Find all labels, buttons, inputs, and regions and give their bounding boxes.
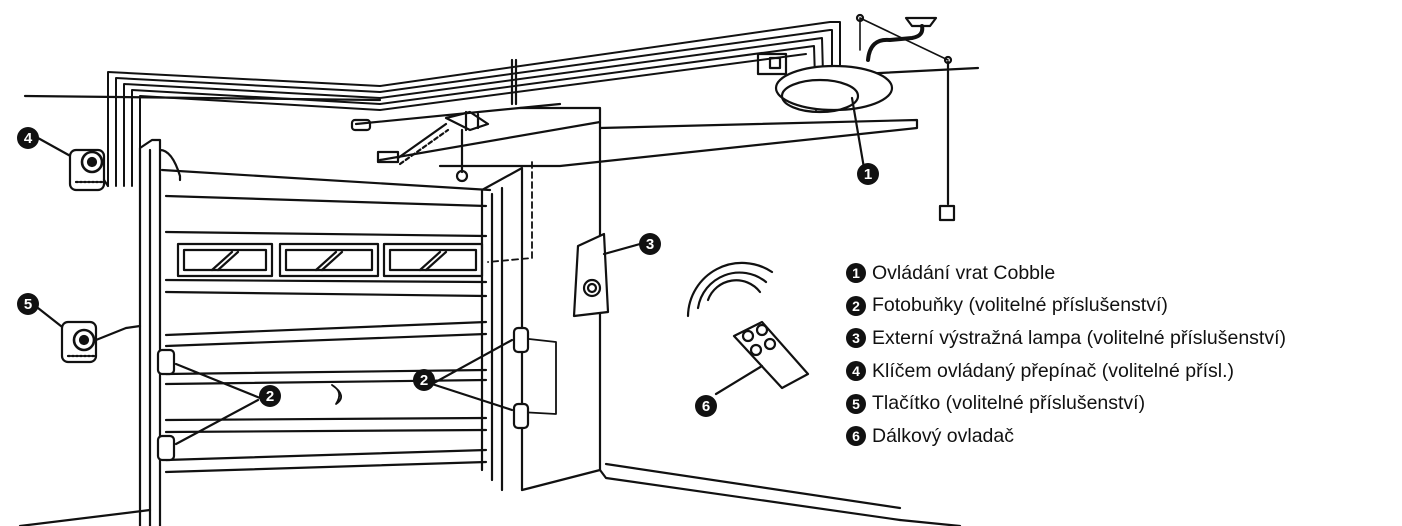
garage-door xyxy=(160,168,492,474)
callout-badge-6: 6 xyxy=(695,395,717,417)
legend-label: Ovládání vrat Cobble xyxy=(872,261,1056,284)
legend-badge: 5 xyxy=(846,393,866,414)
callout-badge-4: 4 xyxy=(17,127,39,149)
callout-badge-2b: 2 xyxy=(413,369,435,391)
operator-unit xyxy=(756,52,894,114)
legend-label: Fotobuňky (volitelné příslušenství) xyxy=(872,294,1168,317)
key-switch-icon xyxy=(36,136,110,192)
legend: 1 Ovládání vrat Cobble 2 Fotobuňky (voli… xyxy=(846,257,1396,453)
svg-text:1: 1 xyxy=(864,166,872,183)
push-button-icon xyxy=(36,306,142,364)
svg-text:6: 6 xyxy=(702,398,710,415)
legend-item-6: 6 Dálkový ovladač xyxy=(846,420,1396,453)
svg-text:5: 5 xyxy=(24,296,32,313)
photocell-callout-lines xyxy=(174,338,514,446)
legend-item-4: 4 Klíčem ovládaný přepínač (volitelné př… xyxy=(846,355,1396,388)
cable-channel xyxy=(107,21,841,187)
remote-control-icon xyxy=(686,261,810,396)
legend-label: Klíčem ovládaný přepínač (volitelné přís… xyxy=(872,359,1234,382)
legend-badge: 2 xyxy=(846,295,866,316)
ceiling-slab xyxy=(438,106,919,168)
svg-text:3: 3 xyxy=(646,236,654,253)
legend-label: Tlačítko (volitelné příslušenství) xyxy=(872,392,1146,415)
door-windows xyxy=(176,242,484,278)
svg-text:4: 4 xyxy=(24,130,33,147)
floor-line xyxy=(598,468,902,522)
legend-item-5: 5 Tlačítko (volitelné příslušenství) xyxy=(846,387,1396,420)
svg-text:2: 2 xyxy=(420,372,428,389)
ceiling-line xyxy=(23,94,382,102)
photocell-icon xyxy=(156,326,530,462)
legend-item-2: 2 Fotobuňky (volitelné příslušenství) xyxy=(846,290,1396,323)
callout-badge-1: 1 xyxy=(857,163,879,185)
legend-badge: 6 xyxy=(846,426,866,447)
legend-badge: 4 xyxy=(846,361,866,382)
power-cable xyxy=(855,13,956,222)
legend-badge: 1 xyxy=(846,263,866,284)
callout-line-1 xyxy=(850,96,866,170)
warning-lamp-icon xyxy=(572,232,610,318)
door-handle xyxy=(331,384,342,405)
callout-line-3 xyxy=(602,242,642,256)
legend-item-1: 1 Ovládání vrat Cobble xyxy=(846,257,1396,290)
callout-badge-3: 3 xyxy=(639,233,661,255)
legend-item-3: 3 Externí výstražná lampa (volitelné pří… xyxy=(846,322,1396,355)
callout-badge-5: 5 xyxy=(17,293,39,315)
svg-text:2: 2 xyxy=(266,388,274,405)
legend-badge: 3 xyxy=(846,328,866,349)
door-frame-left xyxy=(138,138,182,526)
legend-label: Externí výstražná lampa (volitelné přísl… xyxy=(872,326,1286,349)
legend-label: Dálkový ovladač xyxy=(872,424,1014,447)
wiring xyxy=(487,161,557,415)
callout-badge-2a: 2 xyxy=(259,385,281,407)
drive-rail xyxy=(350,58,602,183)
door-frame-right xyxy=(480,166,602,492)
